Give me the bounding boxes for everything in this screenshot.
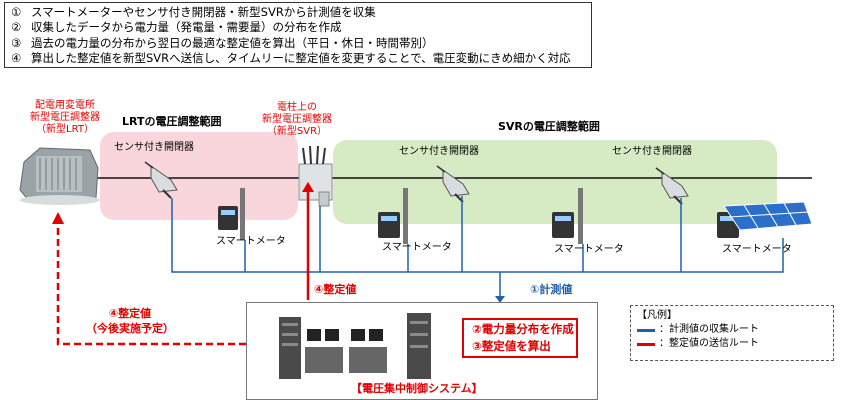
pole-svr-icon bbox=[298, 145, 333, 207]
sensor-switch-icon bbox=[436, 165, 470, 203]
utility-pole-icon bbox=[578, 188, 583, 244]
svr-zone bbox=[333, 140, 777, 224]
future-setting-label: ④整定値 （今後実施予定） bbox=[86, 307, 174, 335]
legend-item-setting: ：整定値の送信ルート bbox=[637, 337, 827, 351]
sensor-switch-label: センサ付き開閉器 bbox=[114, 142, 194, 153]
future-setting-route bbox=[56, 222, 246, 346]
legend-title: 【凡例】 bbox=[637, 310, 677, 321]
operator-desk-icon bbox=[349, 329, 387, 373]
smart-meter-label: スマートメータ bbox=[382, 242, 452, 253]
pole-svr-label: 電柱上の 新型電圧調整器 （新型SVR） bbox=[262, 102, 332, 137]
operator-desk-icon bbox=[305, 329, 343, 373]
smart-meter-icon bbox=[378, 212, 400, 238]
future-setting-arrow bbox=[52, 212, 64, 224]
legend-item-measurement: ：計測値の収集ルート bbox=[637, 323, 827, 337]
process-callout: ②電力量分布を作成 ③整定値を算出 bbox=[462, 318, 578, 358]
legend-blue-swatch bbox=[637, 328, 655, 332]
sensor-switch-label: センサ付き開閉器 bbox=[612, 146, 692, 157]
svr-area-title: SVRの電圧調整範囲 bbox=[498, 120, 600, 133]
smart-meter-label: スマートメータ bbox=[554, 244, 624, 255]
lrt-area-title: LRTの電圧調整範囲 bbox=[122, 115, 222, 128]
utility-pole-icon bbox=[240, 188, 245, 240]
measurement-arrow bbox=[495, 296, 505, 303]
legend-red-swatch bbox=[637, 342, 655, 346]
solar-panel-icon bbox=[723, 201, 813, 231]
legend: 【凡例】 ：計測値の収集ルート ：整定値の送信ルート bbox=[630, 305, 834, 361]
measurement-value-label: ①計測値 bbox=[530, 283, 573, 296]
smart-meter-label: スマートメータ bbox=[216, 236, 286, 247]
measurement-route bbox=[171, 196, 784, 298]
utility-pole-icon bbox=[403, 188, 408, 244]
smart-meter-icon bbox=[218, 206, 238, 230]
setting-arrow bbox=[302, 182, 314, 192]
servers-icon bbox=[279, 313, 431, 379]
smart-meter-label: スマートメータ bbox=[722, 244, 792, 255]
substation-label: 配電用変電所 新型電圧調整器 （新型LRT） bbox=[30, 100, 100, 135]
lrt-zone bbox=[100, 132, 298, 220]
substation-transformer-icon bbox=[19, 147, 100, 205]
setting-value-label: ④整定値 bbox=[314, 283, 357, 296]
sensor-switch-icon bbox=[655, 167, 689, 205]
system-title: 【電圧集中制御システム】 bbox=[351, 382, 483, 395]
sensor-switch-icon bbox=[144, 161, 178, 199]
smart-meter-icon bbox=[552, 212, 574, 238]
sensor-switch-label: センサ付き開閉器 bbox=[399, 146, 479, 157]
